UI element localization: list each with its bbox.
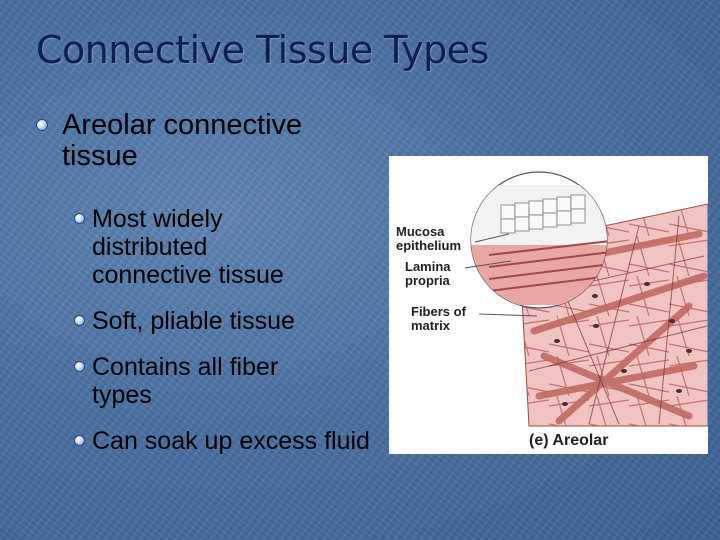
label-lamina-propria: Lamina propria (405, 260, 451, 288)
bullet-icon (36, 119, 48, 131)
label-mucosa-epithelium: Mucosa epithelium (396, 225, 461, 253)
slide-title: Connective Tissue Types (36, 28, 489, 72)
sub-bullet-item: Contains all fiber types (74, 353, 376, 409)
label-line: Mucosa (396, 224, 445, 239)
label-fibers-of-matrix: Fibers of matrix (411, 305, 466, 333)
areolar-tissue-figure: Mucosa epithelium Lamina propria Fibers … (389, 156, 708, 454)
sub-bullet-item: Most widely distributed connective tissu… (74, 205, 376, 289)
sub-bullet-text: Can soak up excess fluid (92, 427, 370, 455)
bullet-list: Areolar connective tissue Most widely di… (36, 110, 376, 455)
bullet-icon (74, 361, 85, 372)
label-line: Fibers of (411, 304, 466, 319)
sub-bullet-item: Soft, pliable tissue (74, 307, 376, 335)
sub-bullet-text: Contains all fiber types (92, 353, 279, 409)
label-line: propria (405, 273, 450, 288)
bullet-icon (74, 315, 85, 326)
label-line: Lamina (405, 259, 451, 274)
sub-bullet-item: Can soak up excess fluid (74, 427, 376, 455)
label-line: matrix (411, 318, 451, 333)
bullet-icon (74, 435, 85, 446)
bullet-icon (74, 213, 85, 224)
figure-caption: (e) Areolar (529, 432, 609, 449)
sub-bullet-text: Most widely distributed connective tissu… (92, 205, 284, 289)
label-line: epithelium (396, 238, 462, 253)
bullet-item: Areolar connective tissue (36, 110, 376, 172)
sub-bullet-text: Soft, pliable tissue (92, 307, 295, 335)
areolar-illustration (464, 171, 708, 427)
bullet-text: Areolar connective tissue (62, 109, 303, 172)
